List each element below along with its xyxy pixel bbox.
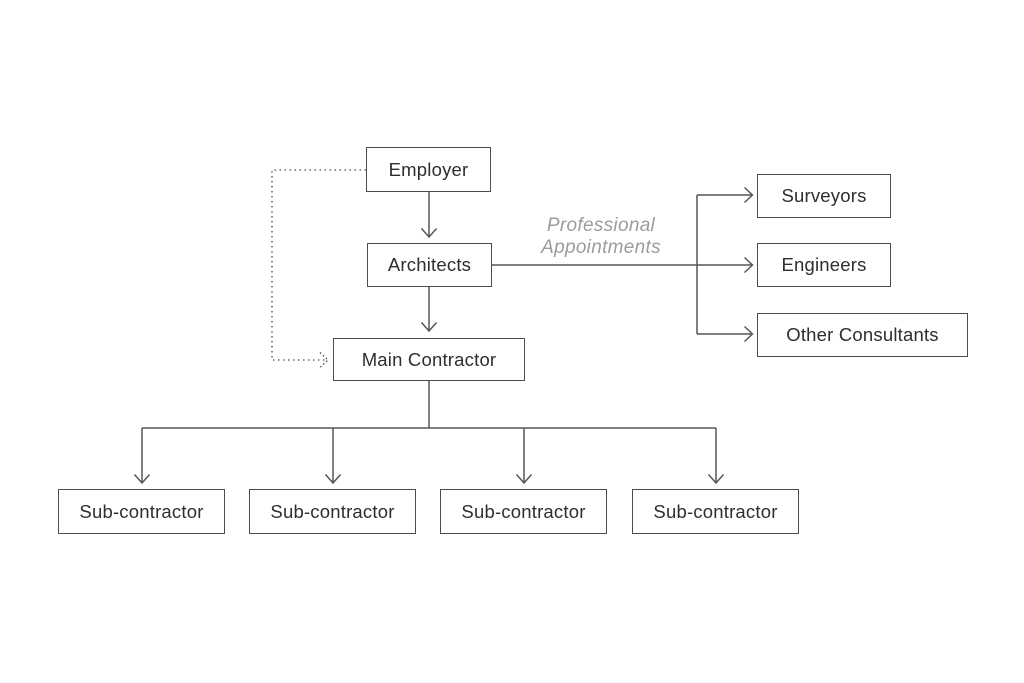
node-engineers: Engineers	[757, 243, 891, 287]
node-architects-label: Architects	[387, 254, 472, 275]
connector-employer-main-contractor-dotted-arrowhead	[319, 352, 329, 368]
node-architects: Architects	[367, 243, 492, 287]
node-engineers-label: Engineers	[781, 254, 867, 275]
connector-bus-sub3	[515, 428, 533, 485]
connector-bus-sub4	[707, 428, 725, 485]
node-sub-contractor-4: Sub-contractor	[632, 489, 799, 534]
node-other-consultants: Other Consultants	[757, 313, 968, 357]
node-sub-contractor-1-label: Sub-contractor	[79, 500, 204, 522]
node-surveyors-label: Surveyors	[781, 185, 867, 206]
edge-label-professional-appointments: Professional Appointments	[486, 215, 716, 259]
node-sub-contractor-3-label: Sub-contractor	[461, 500, 586, 522]
node-sub-contractor-4-label: Sub-contractor	[653, 500, 778, 522]
node-main-contractor: Main Contractor	[333, 338, 525, 381]
node-sub-contractor-1: Sub-contractor	[58, 489, 225, 534]
node-sub-contractor-3: Sub-contractor	[440, 489, 607, 534]
node-employer-label: Employer	[388, 158, 469, 180]
edge-label-line2: Appointments	[541, 237, 661, 258]
connector-main-contractor-bus	[142, 381, 716, 429]
node-sub-contractor-2-label: Sub-contractor	[270, 500, 395, 522]
connector-bus-sub1	[133, 428, 151, 485]
connector-architects-engineers	[492, 256, 754, 274]
connector-employer-main-contractor-dotted	[271, 169, 366, 361]
connector-bus-sub2	[324, 428, 342, 485]
node-sub-contractor-2: Sub-contractor	[249, 489, 416, 534]
node-employer: Employer	[366, 147, 491, 192]
connector-branch-other-consultants	[697, 325, 754, 343]
connector-architects-main-contractor	[420, 287, 438, 333]
connector-branch-surveyors	[697, 186, 754, 204]
connector-employer-architects	[420, 192, 438, 239]
node-surveyors: Surveyors	[757, 174, 891, 218]
node-main-contractor-label: Main Contractor	[361, 348, 497, 370]
node-other-consultants-label: Other Consultants	[786, 324, 939, 345]
edge-label-line1: Professional	[546, 215, 656, 236]
